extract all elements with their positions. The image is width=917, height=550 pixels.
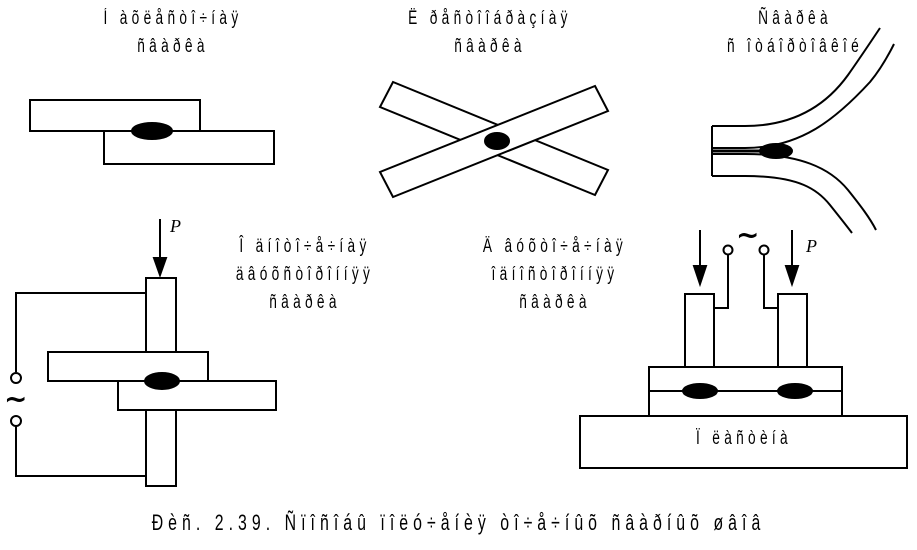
lower-strip [103, 130, 275, 165]
terminal-left [722, 244, 734, 256]
flange-lower-outer [712, 175, 853, 234]
substrate-label: Ï ëàñòèíà [696, 428, 792, 449]
wire-right [763, 254, 778, 309]
figure-caption: Ðèñ. 2.39. Ñïîñîáû ïîëó÷åíèÿ òî÷å÷íûõ ñâ… [151, 510, 766, 535]
terminal-right [758, 244, 770, 256]
flange-upper-outer [712, 27, 881, 127]
wire-top [15, 292, 146, 372]
lap-joint-diagram [29, 99, 275, 165]
ac-symbol-right: ~ [736, 218, 760, 251]
double-sided-label-line3: ñâàðêà [269, 292, 341, 313]
upper-plate [47, 351, 209, 382]
cross-joint-label-line1: Ë ðåñòîîáðàçíàÿ [408, 8, 572, 29]
double-sided-spot-diagram [10, 219, 277, 487]
two-point-label-line1: Ä âóõòî÷å÷íàÿ [482, 236, 628, 257]
wire-bottom [15, 425, 146, 477]
weld-spot [759, 143, 793, 159]
flare-joint-label-line1: Ñâàðêà [758, 8, 832, 29]
electrode-left [684, 293, 715, 368]
weld-spot [484, 132, 510, 150]
upper-strip [29, 99, 201, 132]
cross-joint-label-line2: ñâàðêà [454, 36, 526, 57]
flange-upper-inner [712, 43, 895, 149]
double-sided-label-line2: äâóõñòîðîííÿÿ [235, 264, 375, 285]
lap-joint-label-line2: ñâàðêà [137, 36, 209, 57]
substrate-plate [579, 415, 908, 469]
force-arrow-left-head [692, 265, 708, 288]
weld-spot [131, 122, 173, 140]
flare-joint-diagram [711, 27, 895, 234]
lower-plate [117, 380, 277, 411]
weld-spot-right [777, 383, 813, 399]
lower-sheet [648, 390, 843, 417]
weld-spot-left [682, 383, 718, 399]
force-label-right: P [806, 236, 817, 256]
two-point-label-line3: ñâàðêà [519, 292, 591, 313]
flare-joint-label-line2: ñ îòáîðòîâêîé [726, 36, 864, 57]
two-point-label-line2: îäíîñòîðîííÿÿ [491, 264, 619, 285]
terminal-top [10, 372, 22, 384]
force-arrow-right-head [784, 265, 800, 288]
electrode-right [777, 293, 808, 368]
terminal-bottom [10, 415, 22, 427]
wire-left [714, 254, 729, 309]
upper-sheet [648, 366, 843, 392]
force-arrow-head [152, 257, 168, 279]
force-label-left: P [170, 216, 181, 236]
cross-joint-diagram [378, 80, 610, 199]
two-point-spot-diagram [579, 230, 908, 469]
ac-symbol-left: ~ [4, 382, 28, 415]
lap-joint-label-line1: Í àõëåñòî÷íàÿ [103, 8, 243, 29]
double-sided-label-line1: Î äíîòî÷å÷íàÿ [239, 236, 371, 257]
weld-spot [144, 372, 180, 390]
